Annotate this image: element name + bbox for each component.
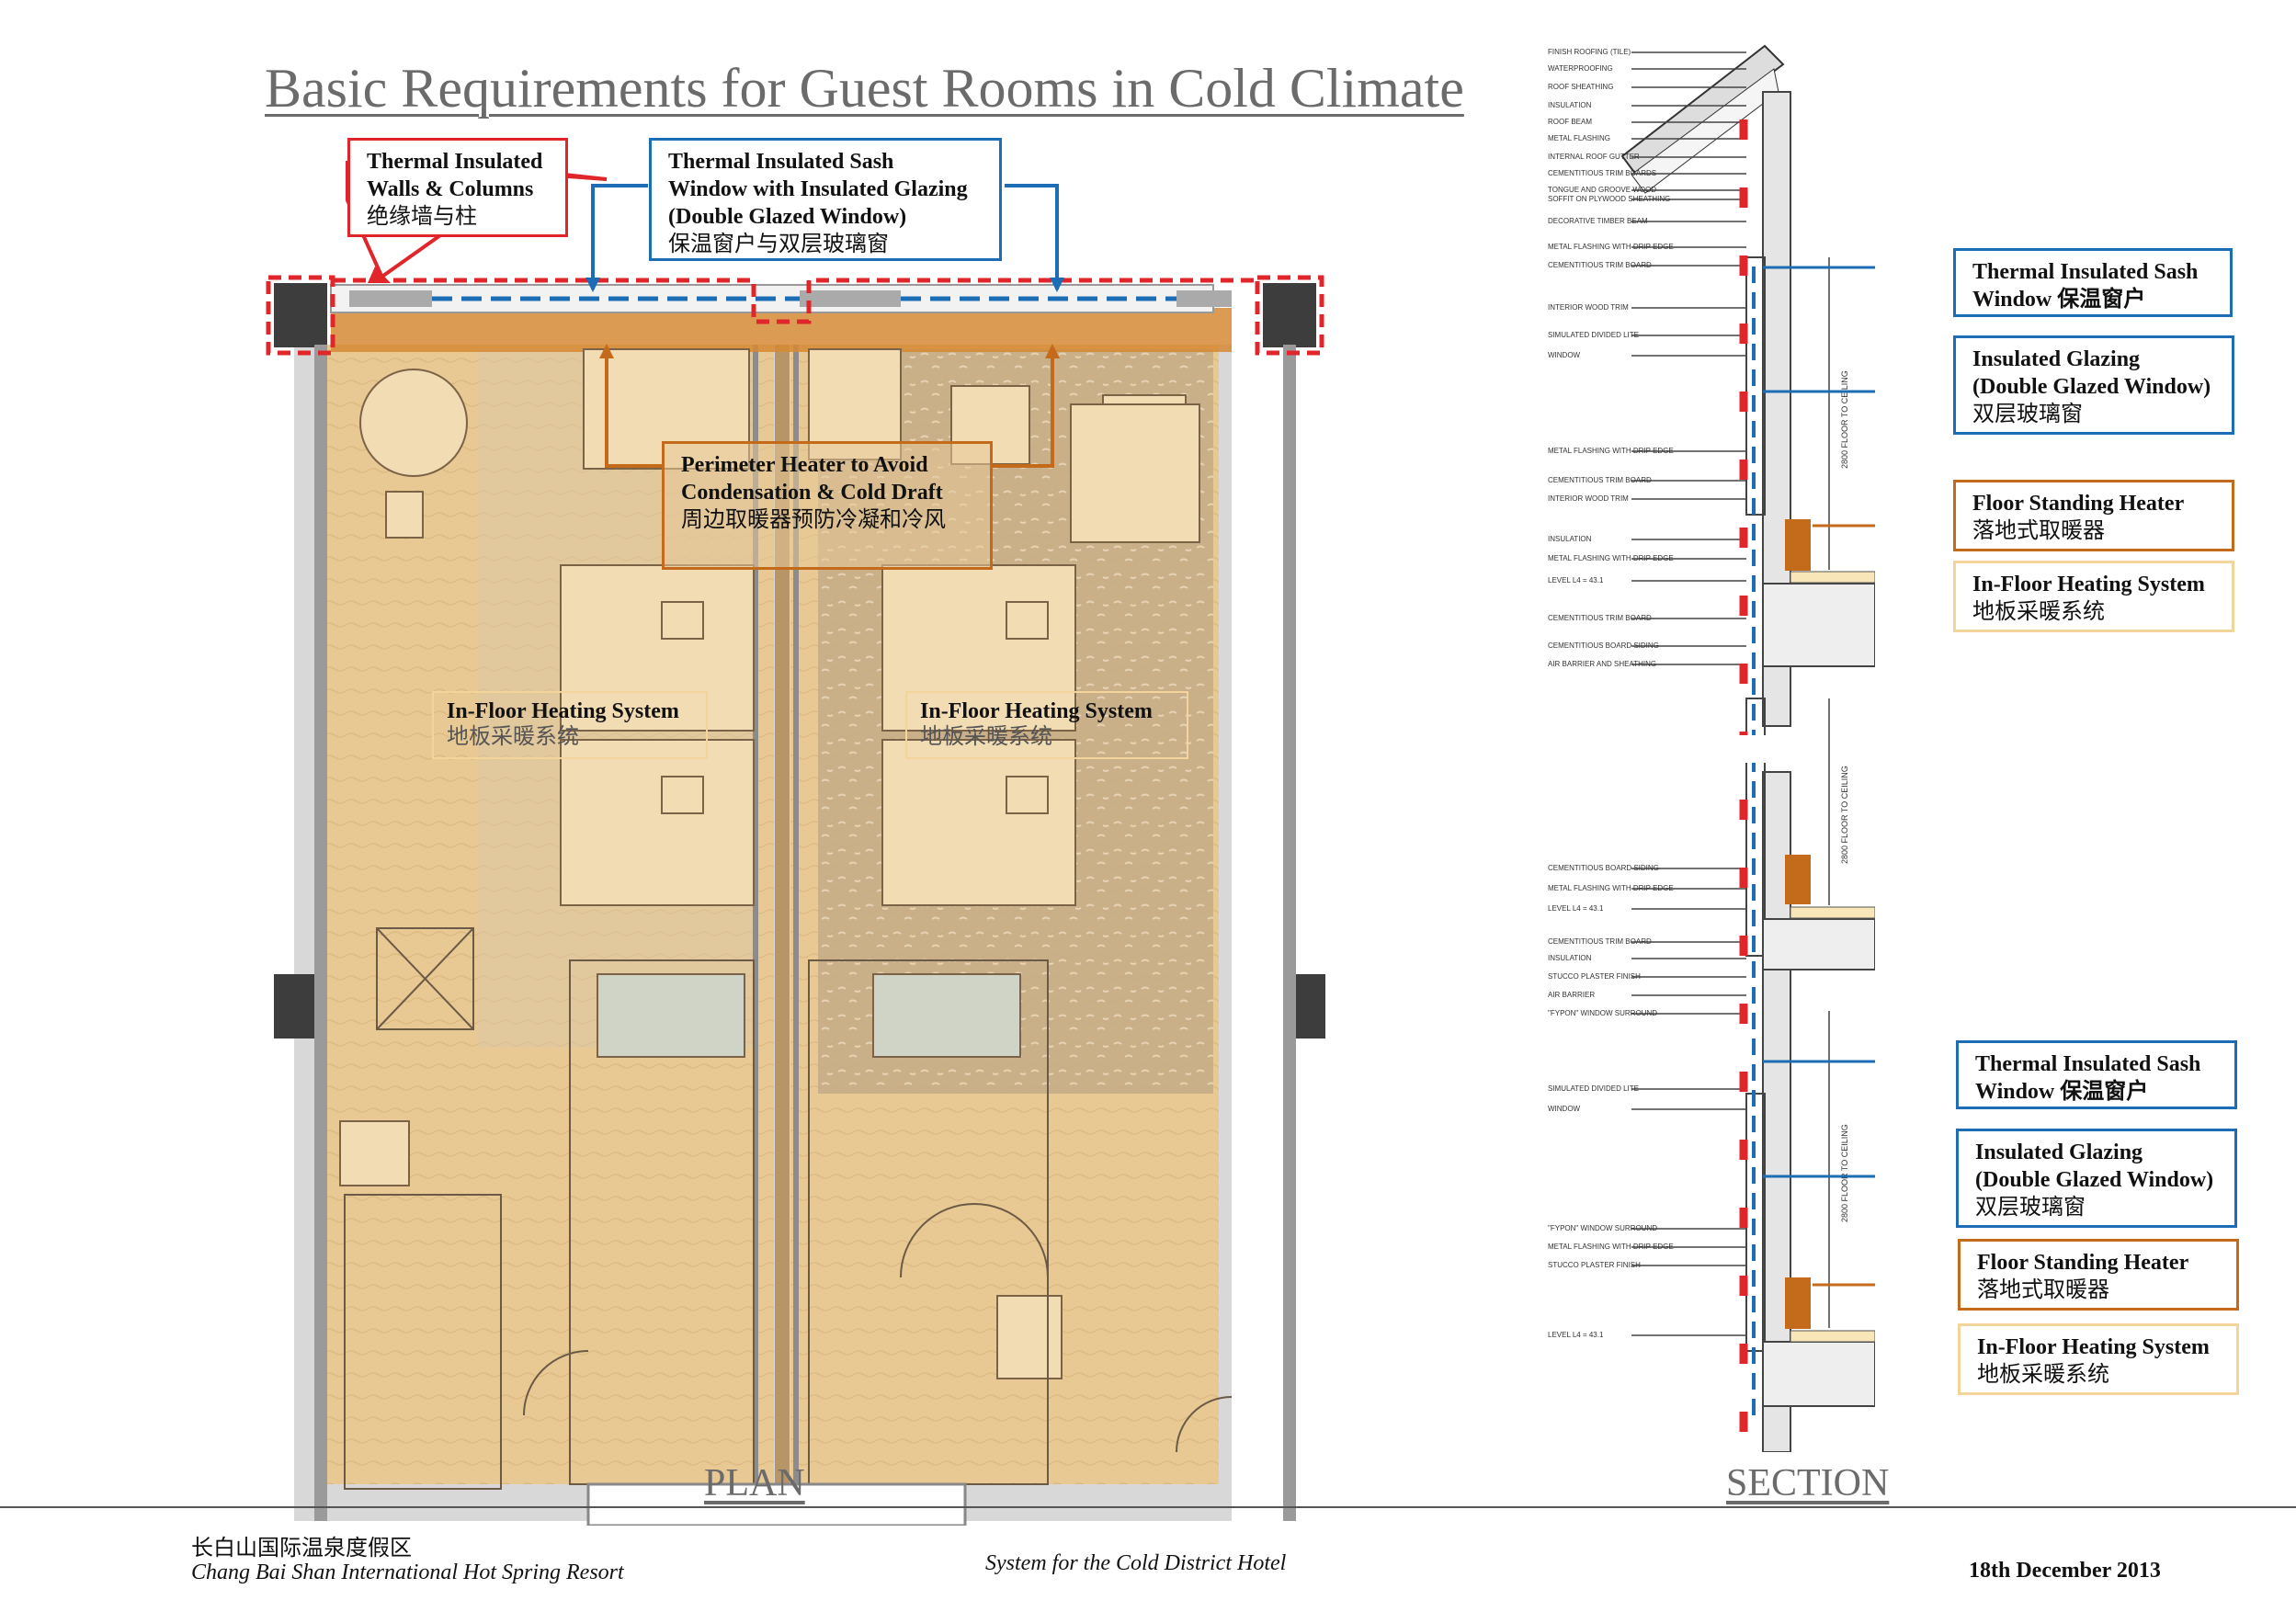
floor-to-ceiling-label-1: 2800 FLOOR TO CEILING xyxy=(1840,370,1849,469)
section-label: SIMULATED DIVIDED LITE xyxy=(1548,1084,1639,1093)
footer-divider xyxy=(0,1506,2296,1508)
footer-system: System for the Cold District Hotel xyxy=(985,1551,1287,1575)
section-label: INTERNAL ROOF GUTTER xyxy=(1548,153,1640,161)
section-drawing: 2800 FLOOR TO CEILING 2800 FLOOR TO CEIL… xyxy=(1620,44,1875,1452)
section-label: DECORATIVE TIMBER BEAM xyxy=(1548,217,1648,225)
plan-drawing xyxy=(266,159,1325,1526)
section-label: AIR BARRIER xyxy=(1548,991,1596,999)
section-label: TONGUE AND GROOVE WOOD xyxy=(1548,186,1657,194)
section-label: "FYPON" WINDOW SURROUND xyxy=(1548,1224,1658,1232)
infloor-heating-label-left: In-Floor Heating System 地板采暖系统 xyxy=(432,691,708,759)
section-label: INSULATION xyxy=(1548,101,1592,109)
section-label: LEVEL L4 = 43.1 xyxy=(1548,904,1604,913)
walls-callout: Thermal Insulated Walls & Columns 绝缘墙与柱 xyxy=(347,138,568,237)
section-label: ROOF SHEATHING xyxy=(1548,83,1614,91)
floor-to-ceiling-label-3: 2800 FLOOR TO CEILING xyxy=(1840,1124,1849,1222)
section-label: SIMULATED DIVIDED LITE xyxy=(1548,331,1639,339)
section-label: "FYPON" WINDOW SURROUND xyxy=(1548,1009,1658,1017)
section-label: AIR BARRIER AND SHEATHING xyxy=(1548,660,1657,668)
section-label: INTERIOR WOOD TRIM xyxy=(1548,494,1629,503)
section-label: STUCCO PLASTER FINISH xyxy=(1548,1261,1641,1269)
perimeter-heater-callout: Perimeter Heater to Avoid Condensation &… xyxy=(662,441,993,570)
section-label: SOFFIT ON PLYWOOD SHEATHING xyxy=(1548,195,1671,203)
section-label: METAL FLASHING xyxy=(1548,134,1611,142)
section-label: METAL FLASHING WITH DRIP EDGE xyxy=(1548,554,1674,562)
section-label: CEMENTITIOUS BOARD SIDING xyxy=(1548,864,1659,872)
section-label: METAL FLASHING WITH DRIP EDGE xyxy=(1548,1243,1674,1251)
section-label: WINDOW xyxy=(1548,1105,1581,1113)
section-label: CEMENTITIOUS TRIM BOARD xyxy=(1548,937,1652,946)
section-label: METAL FLASHING WITH DRIP EDGE xyxy=(1548,884,1674,892)
footer-project-cn: 长白山国际温泉度假区 xyxy=(191,1537,412,1561)
section-label: STUCCO PLASTER FINISH xyxy=(1548,972,1641,981)
section-label: LEVEL L4 = 43.1 xyxy=(1548,1331,1604,1339)
section-label: ROOF BEAM xyxy=(1548,118,1593,126)
page-title: Basic Requirements for Guest Rooms in Co… xyxy=(265,58,1464,119)
sash-window-callout: Thermal Insulated Sash Window with Insul… xyxy=(649,138,1002,261)
section-label: WINDOW xyxy=(1548,351,1581,359)
section-label: CEMENTITIOUS TRIM BOARD xyxy=(1548,614,1652,622)
footer-project-en: Chang Bai Shan International Hot Spring … xyxy=(191,1561,624,1584)
section-label: CEMENTITIOUS BOARD SIDING xyxy=(1548,641,1659,650)
section-callout-glazing-1: Insulated Glazing(Double Glazed Window)双… xyxy=(1953,335,2234,435)
section-label: CEMENTITIOUS TRIM BOARDS xyxy=(1548,169,1657,177)
section-label: INSULATION xyxy=(1548,954,1592,962)
section-label: CEMENTITIOUS TRIM BOARD xyxy=(1548,476,1652,484)
section-label: FINISH ROOFING (TILE) xyxy=(1548,48,1631,56)
footer-date: 18th December 2013 xyxy=(1969,1559,2161,1583)
section-label: WATERPROOFING xyxy=(1548,64,1613,73)
section-caption: SECTION xyxy=(1726,1462,1890,1504)
section-label: METAL FLASHING WITH DRIP EDGE xyxy=(1548,243,1674,251)
infloor-heating-label-right: In-Floor Heating System 地板采暖系统 xyxy=(905,691,1188,759)
section-label: INSULATION xyxy=(1548,535,1592,543)
floor-to-ceiling-label-2: 2800 FLOOR TO CEILING xyxy=(1840,766,1849,864)
section-callout-glazing-2: Insulated Glazing(Double Glazed Window)双… xyxy=(1956,1129,2237,1228)
plan-caption: PLAN xyxy=(704,1462,805,1504)
section-label: METAL FLASHING WITH DRIP EDGE xyxy=(1548,447,1674,455)
section-label: LEVEL L4 = 43.1 xyxy=(1548,576,1604,585)
section-label: INTERIOR WOOD TRIM xyxy=(1548,303,1629,312)
section-label: CEMENTITIOUS TRIM BOARD xyxy=(1548,261,1652,269)
